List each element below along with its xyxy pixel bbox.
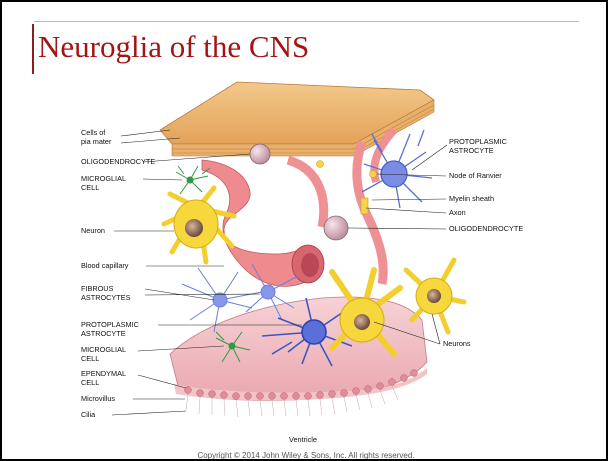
oligodendrocytes [250,144,348,240]
label-neurons: Neurons [443,340,471,349]
label-myelin-sheath: Myelin sheath [449,195,494,204]
label-oligodendrocyte-right: OLIGODENDROCYTE [449,225,523,234]
label-ependymal-cell: EPENDYMAL CELL [81,370,126,387]
label-cells-of-pia-mater: Cells of pia mater [81,129,111,146]
label-blood-capillary: Blood capillary [81,262,128,271]
label-microglial-cell-bottom: MICROGLIAL CELL [81,346,126,363]
label-ventricle: Ventricle [289,436,317,445]
label-microglial-cell-top: MICROGLIAL CELL [81,175,126,192]
label-neuron: Neuron [81,227,105,236]
label-oligodendrocyte-left: OLIGODENDROCYTE [81,158,155,167]
copyright-notice: Copyright © 2014 John Wiley & Sons, Inc.… [2,451,608,460]
label-node-of-ranvier: Node of Ranvier [449,172,502,181]
pia-mater-layer [160,82,434,156]
label-axon: Axon [449,209,466,218]
blood-capillary [202,160,324,286]
label-cilia: Cilia [81,411,95,420]
ependymal-floor [170,297,427,417]
label-protoplasmic-astrocyte-left: PROTOPLASMIC ASTROCYTE [81,321,139,338]
label-protoplasmic-astrocyte-right: PROTOPLASMIC ASTROCYTE [449,138,507,155]
label-microvillus: Microvillus [81,395,115,404]
label-fibrous-astrocytes: FIBROUS ASTROCYTES [81,285,130,302]
